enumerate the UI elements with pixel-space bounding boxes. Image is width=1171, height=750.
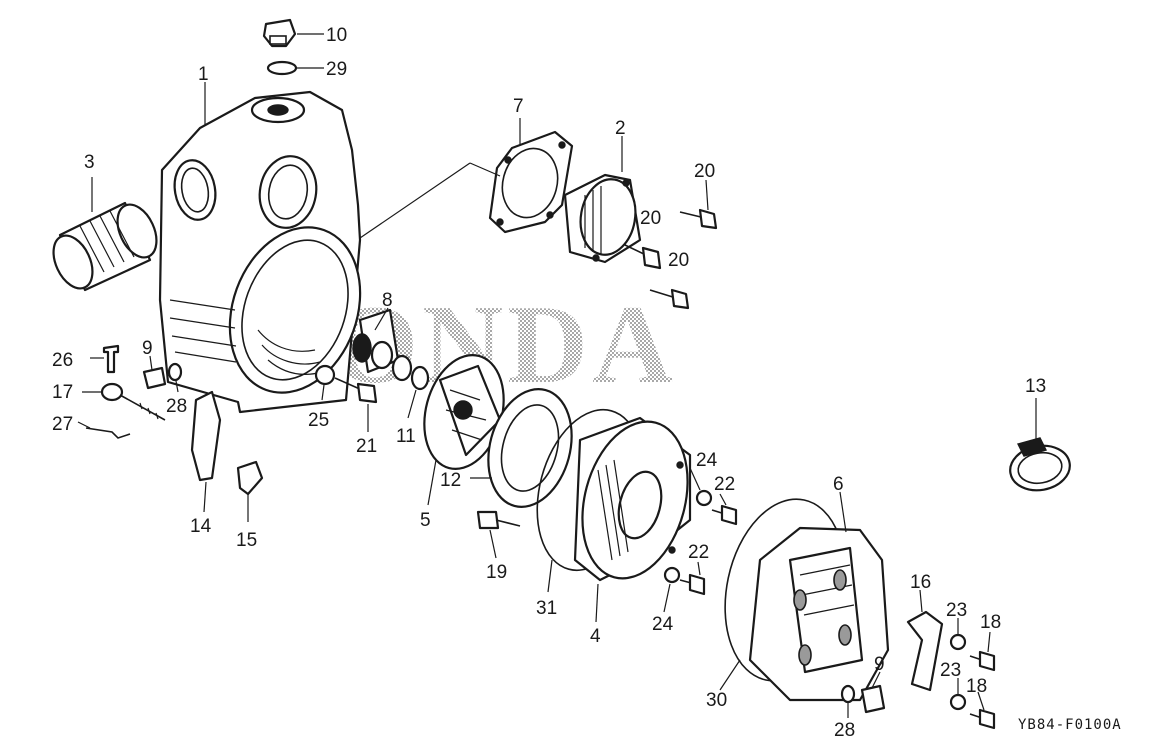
part-25-washer (314, 364, 336, 386)
callout-20-b: 20 (640, 208, 661, 229)
callout-16: 16 (910, 572, 931, 593)
part-9-plug-b (860, 684, 886, 714)
callout-18-b: 18 (966, 676, 987, 697)
part-27-clip (85, 427, 131, 439)
part-20-bolt-b (624, 244, 662, 270)
callout-21: 21 (356, 436, 377, 457)
callout-8: 8 (382, 290, 393, 311)
part-10-plug (262, 18, 297, 48)
callout-5: 5 (420, 510, 431, 531)
callout-10: 10 (326, 25, 347, 46)
callout-20-a: 20 (694, 161, 715, 182)
part-9-plug-a (142, 366, 167, 390)
part-3-sleeve (52, 201, 158, 292)
part-13-hose-clamp (1009, 437, 1071, 492)
part-28-washer-a (167, 362, 183, 382)
callout-24-a: 24 (696, 450, 718, 471)
part-28-washer-b (840, 684, 856, 704)
part-4-volute-case (573, 416, 692, 582)
part-18-bolt-b (969, 708, 996, 730)
part-24-washer-b (663, 566, 681, 584)
part-21-bolt (334, 377, 378, 404)
part-17-bolt (100, 382, 166, 421)
callout-4: 4 (590, 626, 601, 647)
part-22-bolt-b (679, 573, 706, 596)
callout-17: 17 (52, 382, 73, 403)
part-8-seal (352, 308, 413, 382)
part-23-washer-b (949, 693, 967, 711)
part-19-bolt (476, 510, 521, 530)
part-23-washer-a (949, 633, 967, 651)
callout-23-a: 23 (946, 600, 967, 621)
callout-25: 25 (308, 410, 329, 431)
part-15-fitting (236, 460, 264, 496)
callout-15: 15 (236, 530, 257, 551)
part-16-bracket (906, 610, 944, 692)
part-20-bolt-c (649, 288, 690, 310)
part-6-pump-cover (748, 526, 890, 702)
callout-22-b: 22 (688, 542, 709, 563)
callout-13: 13 (1025, 376, 1046, 397)
callout-1: 1 (198, 64, 209, 85)
callout-28-b: 28 (834, 720, 855, 741)
callout-3: 3 (84, 152, 95, 173)
part-12-gasket (487, 388, 573, 508)
callout-9-b: 9 (874, 654, 885, 675)
pump-casing-part (158, 90, 362, 414)
callout-30: 30 (706, 690, 727, 711)
callout-31: 31 (536, 598, 557, 619)
leader-lines (77, 33, 1037, 718)
part-20-bolt-a (679, 208, 718, 230)
callout-28-a: 28 (166, 396, 187, 417)
callout-labels: 10 29 1 3 7 2 20 20 20 8 9 26 17 28 27 1… (52, 25, 1046, 741)
part-18-bolt-a (969, 650, 996, 672)
callout-23-b: 23 (940, 660, 961, 681)
part-7-gasket (488, 130, 574, 234)
part-11-washer (410, 365, 430, 391)
part-14-strap (190, 390, 222, 482)
callout-6: 6 (833, 474, 844, 495)
callout-20-c: 20 (668, 250, 689, 271)
callout-7: 7 (513, 96, 524, 117)
callout-27: 27 (52, 414, 73, 435)
callout-24-b: 24 (652, 614, 674, 635)
part-26-pin (102, 344, 120, 374)
callout-14: 14 (190, 516, 212, 537)
part-5-impeller (423, 354, 505, 470)
callout-29: 29 (326, 59, 347, 80)
drawing-code: YB84-F0100A (1018, 717, 1122, 733)
callout-22-a: 22 (714, 474, 735, 495)
callout-19: 19 (486, 562, 507, 583)
callout-9-a: 9 (142, 338, 153, 359)
part-22-bolt-a (711, 504, 738, 526)
callout-2: 2 (615, 118, 626, 139)
callout-18-a: 18 (980, 612, 1001, 633)
part-2-outlet-elbow (563, 173, 642, 264)
callout-11: 11 (396, 426, 416, 447)
part-24-washer-a (695, 489, 713, 507)
callout-12: 12 (440, 470, 461, 491)
callout-26: 26 (52, 350, 73, 371)
part-29-washer (266, 60, 298, 76)
